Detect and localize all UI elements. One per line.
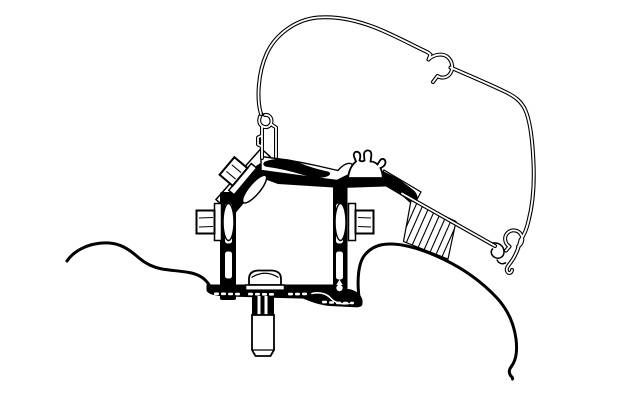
bolt-right-facet bbox=[357, 225, 372, 228]
threaded-stud bbox=[251, 296, 275, 357]
stud-thread-gap bbox=[264, 296, 268, 315]
bolt-angled-hex-head bbox=[218, 155, 249, 188]
vehicle-roof-contour bbox=[65, 241, 218, 294]
lens-washer-left bbox=[222, 202, 235, 242]
rail-foot-gasket bbox=[263, 158, 331, 178]
strut-line-inner bbox=[401, 192, 496, 247]
base-serrations bbox=[214, 292, 354, 305]
case-bottom-strut bbox=[400, 191, 507, 265]
left-wall-slot-lower bbox=[224, 250, 233, 280]
crown-spring-clip bbox=[346, 149, 387, 179]
rail-channel-inner bbox=[257, 113, 277, 159]
strut-end-hook bbox=[490, 242, 507, 265]
lens-washer-angled bbox=[241, 174, 268, 204]
bolt-left-facet bbox=[198, 225, 214, 228]
dome-head-rivet bbox=[244, 269, 286, 291]
rivet-flange bbox=[244, 284, 286, 291]
right-wall-slot-lower bbox=[335, 250, 344, 281]
clamp-bolt-angled bbox=[218, 155, 268, 204]
corner-pin-hole bbox=[336, 284, 343, 292]
clamp-bolt-left bbox=[195, 202, 223, 242]
corner-pin-arrow bbox=[336, 279, 343, 285]
bolt-left-washer bbox=[213, 202, 223, 242]
bolt-right-facet bbox=[357, 216, 372, 219]
clamp-bolt-right bbox=[347, 202, 375, 242]
case-mounting-rail-channel bbox=[256, 112, 278, 160]
stud-thread-gap bbox=[257, 296, 261, 315]
lens-washer-right bbox=[334, 202, 347, 242]
bolt-left-facet bbox=[198, 216, 214, 219]
bolt-angled-facet bbox=[226, 170, 236, 180]
bracket-base-right bbox=[300, 284, 363, 308]
bolt-right-washer bbox=[347, 202, 357, 242]
rivet-dome-contour bbox=[251, 272, 279, 279]
case-outline-inner bbox=[257, 16, 535, 274]
vehicle-body-contour bbox=[356, 242, 519, 381]
bolt-right-hex-head bbox=[354, 209, 375, 235]
awning-case-profile-outline bbox=[256, 15, 536, 275]
bolt-angled-facet bbox=[231, 164, 242, 173]
bolt-left-hex-head bbox=[195, 209, 216, 235]
base-step-seam bbox=[311, 292, 350, 305]
stud-thread-section bbox=[252, 296, 274, 315]
